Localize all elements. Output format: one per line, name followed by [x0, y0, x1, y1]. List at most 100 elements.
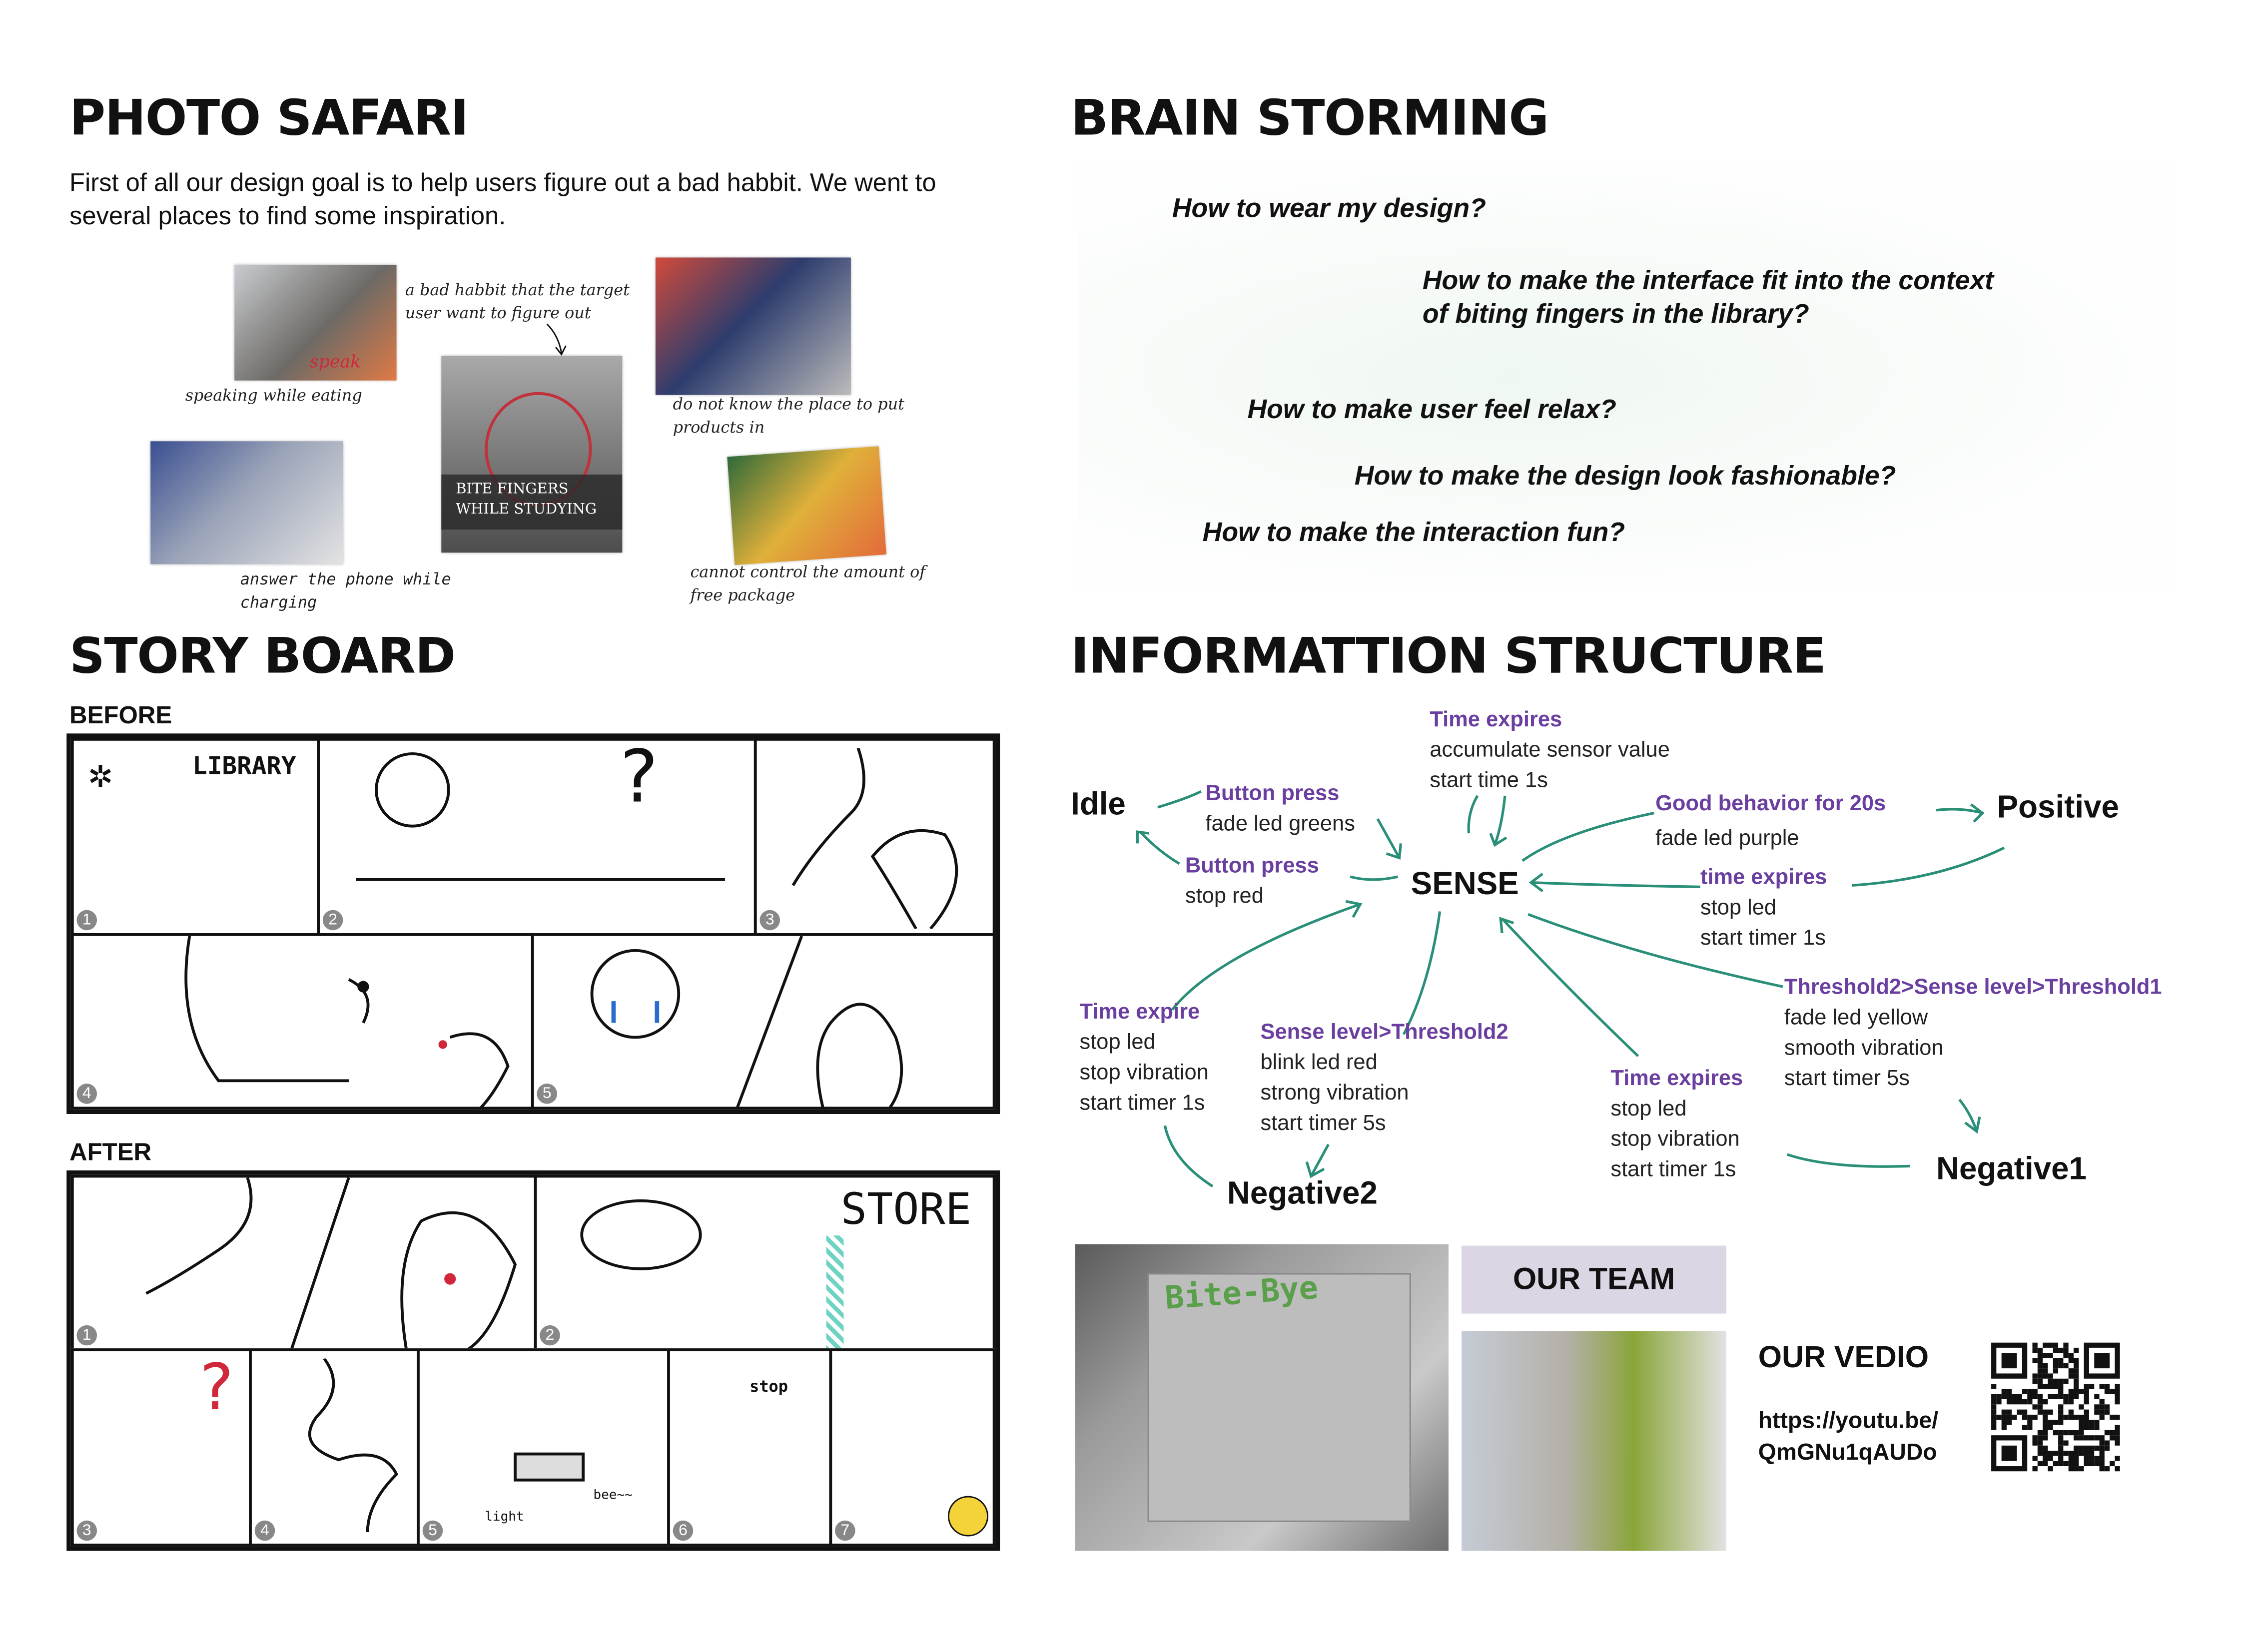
caption-target: a bad habbit that the target user want t… — [405, 280, 630, 323]
info-structure-title: INFORMATTION STRUCTURE — [1071, 627, 1826, 686]
panel-number: 5 — [537, 1084, 557, 1104]
after-panel-1: 1 — [70, 1174, 537, 1351]
arrow-time-loop-in — [1489, 795, 1507, 847]
node-sense: SENSE — [1411, 865, 1519, 902]
panel-number: 4 — [254, 1520, 275, 1541]
store-wall — [826, 1235, 844, 1349]
team-photo — [1462, 1331, 1727, 1551]
device-sketch — [580, 1199, 702, 1270]
before-panel-5: 5 — [531, 933, 996, 1110]
arrow-neg1-back — [1786, 1153, 1910, 1168]
question-mark-icon: ? — [616, 738, 660, 819]
node-positive: Positive — [1997, 788, 2119, 825]
arrow-positive-to-sense — [1528, 846, 2005, 893]
photo-safari-title: PHOTO SAFARI — [69, 89, 469, 148]
transition-label: Time expires stop led stop vibration sta… — [1610, 1066, 1743, 1182]
arrow-good-to-positive — [1936, 803, 1985, 823]
desk-line — [356, 878, 725, 881]
before-panel-3: 3 — [753, 738, 996, 936]
video-url-line2[interactable]: QmGNu1qAUDo — [1758, 1441, 1937, 1466]
arrow-neg2-down — [1305, 1143, 1330, 1178]
node-negative2: Negative2 — [1227, 1174, 1378, 1211]
after-storyboard: 1 STORE 2 ? 3 4 light bee~~ 5 stop 6 7 — [66, 1170, 1000, 1551]
caption-phone: answer the phone while charging — [240, 570, 451, 612]
question-4: How to make the design look fashionable? — [1354, 460, 1896, 491]
arrow-sense-to-neg2 — [1402, 911, 1442, 1035]
transition-label: Sense level>Threshold2 blink led red str… — [1260, 1020, 1508, 1136]
transition-label: Threshold2>Sense level>Threshold1 fade l… — [1784, 975, 2162, 1091]
wristband-device — [514, 1452, 585, 1482]
project-board-photo: Bite-Bye — [1075, 1244, 1449, 1551]
panel-number: 1 — [76, 910, 97, 931]
transition-label: Button press stop red — [1185, 853, 1319, 909]
panel-number: 7 — [835, 1520, 855, 1541]
after-panel-2: STORE 2 — [534, 1174, 996, 1351]
node-negative1: Negative1 — [1936, 1150, 2087, 1186]
video-link[interactable]: https://youtu.be/ QmGNu1qAUDo — [1758, 1406, 1938, 1470]
transition-label: Button press fade led greens — [1205, 781, 1355, 836]
stop-label: stop — [749, 1377, 788, 1396]
transition-label: Good behavior for 20s fade led purple — [1655, 791, 1886, 851]
arrow-button-to-idle — [1136, 830, 1180, 865]
after-panel-7: 7 — [829, 1348, 996, 1547]
question-mark-icon: ? — [196, 1351, 235, 1425]
qr-code[interactable] — [1991, 1342, 2120, 1472]
before-label: BEFORE — [69, 701, 172, 729]
before-panel-1: LIBRARY ✲ 1 — [70, 738, 320, 936]
our-video-label: OUR VEDIO — [1758, 1341, 1929, 1375]
panel-number: 6 — [673, 1520, 694, 1541]
story-board-title: STORY BOARD — [69, 627, 456, 686]
hand-sketch — [308, 1358, 399, 1532]
arrow-sense-to-neg1 — [1527, 913, 1783, 988]
question-1: How to wear my design? — [1172, 192, 1487, 223]
photo-safari-intro: First of all our design goal is to help … — [69, 167, 936, 230]
question-2a: How to make the interface fit into the c… — [1422, 264, 1994, 295]
before-panel-4: 4 — [70, 933, 534, 1110]
arrow-negative2-loop — [1171, 900, 1363, 1011]
arrow-sense-to-good — [1521, 812, 1654, 862]
transition-label: time expires stop led start timer 1s — [1700, 865, 1827, 951]
speak-annotation: speak — [309, 351, 361, 372]
photo-phone — [150, 441, 343, 564]
question-3: How to make user feel relax? — [1247, 393, 1616, 424]
node-idle: Idle — [1071, 785, 1126, 822]
photo-bite-fingers: BITE FINGERS WHILE STUDYING — [441, 356, 623, 553]
arrow-sense-to-idle-1 — [1157, 790, 1202, 809]
sketch-background — [1078, 159, 2171, 593]
caption-eating: speaking while eating — [185, 386, 362, 405]
after-panel-5: light bee~~ 5 — [417, 1348, 670, 1547]
hand-sketch — [145, 1177, 517, 1349]
transition-label: Time expires accumulate sensor value sta… — [1430, 707, 1670, 793]
photo-eating: speak — [234, 264, 397, 381]
light-label: light — [485, 1510, 524, 1525]
overlay-line1: BITE FINGERS — [456, 482, 569, 498]
caption-products: do not know the place to put products in — [673, 395, 904, 437]
photo-fruit — [727, 446, 886, 565]
overlay-line2: WHILE STUDYING — [456, 502, 597, 518]
transition-label: Time expire stop led stop vibration star… — [1079, 1000, 1209, 1115]
arrow-icon — [546, 323, 567, 356]
arrow-timeexpire-to-neg2 — [1163, 1125, 1214, 1187]
arrow-neg1-to-sense — [1499, 917, 1639, 1058]
hand-mouth-sketch — [791, 748, 958, 929]
before-panel-2: ? 2 — [317, 738, 757, 936]
panel-number: 2 — [540, 1325, 560, 1346]
arrow-time-loop-out — [1467, 795, 1479, 834]
state-diagram-arrows — [1136, 790, 2005, 1187]
caption-package: cannot control the amount of free packag… — [690, 562, 926, 605]
video-url-line1[interactable]: https://youtu.be/ — [1758, 1409, 1939, 1434]
after-panel-6: stop 6 — [667, 1348, 832, 1547]
panel-number: 1 — [76, 1325, 97, 1346]
sun-icon: ✲ — [88, 749, 113, 797]
arrow-threshold1-to-neg1 — [1958, 1099, 1981, 1134]
before-storyboard: LIBRARY ✲ 1 ? 2 3 4 5 — [66, 733, 1000, 1114]
brain-storming-title: BRAIN STORMING — [1071, 89, 1549, 148]
library-sign: LIBRARY — [192, 752, 296, 781]
smiley-icon — [947, 1496, 989, 1537]
thought-bubble-icon — [375, 752, 450, 828]
photo-supermarket — [655, 257, 851, 395]
panel-number: 3 — [759, 910, 780, 931]
question-5: How to make the interaction fun? — [1202, 516, 1625, 547]
face-sketch — [184, 936, 510, 1107]
panel-number: 4 — [76, 1084, 97, 1104]
